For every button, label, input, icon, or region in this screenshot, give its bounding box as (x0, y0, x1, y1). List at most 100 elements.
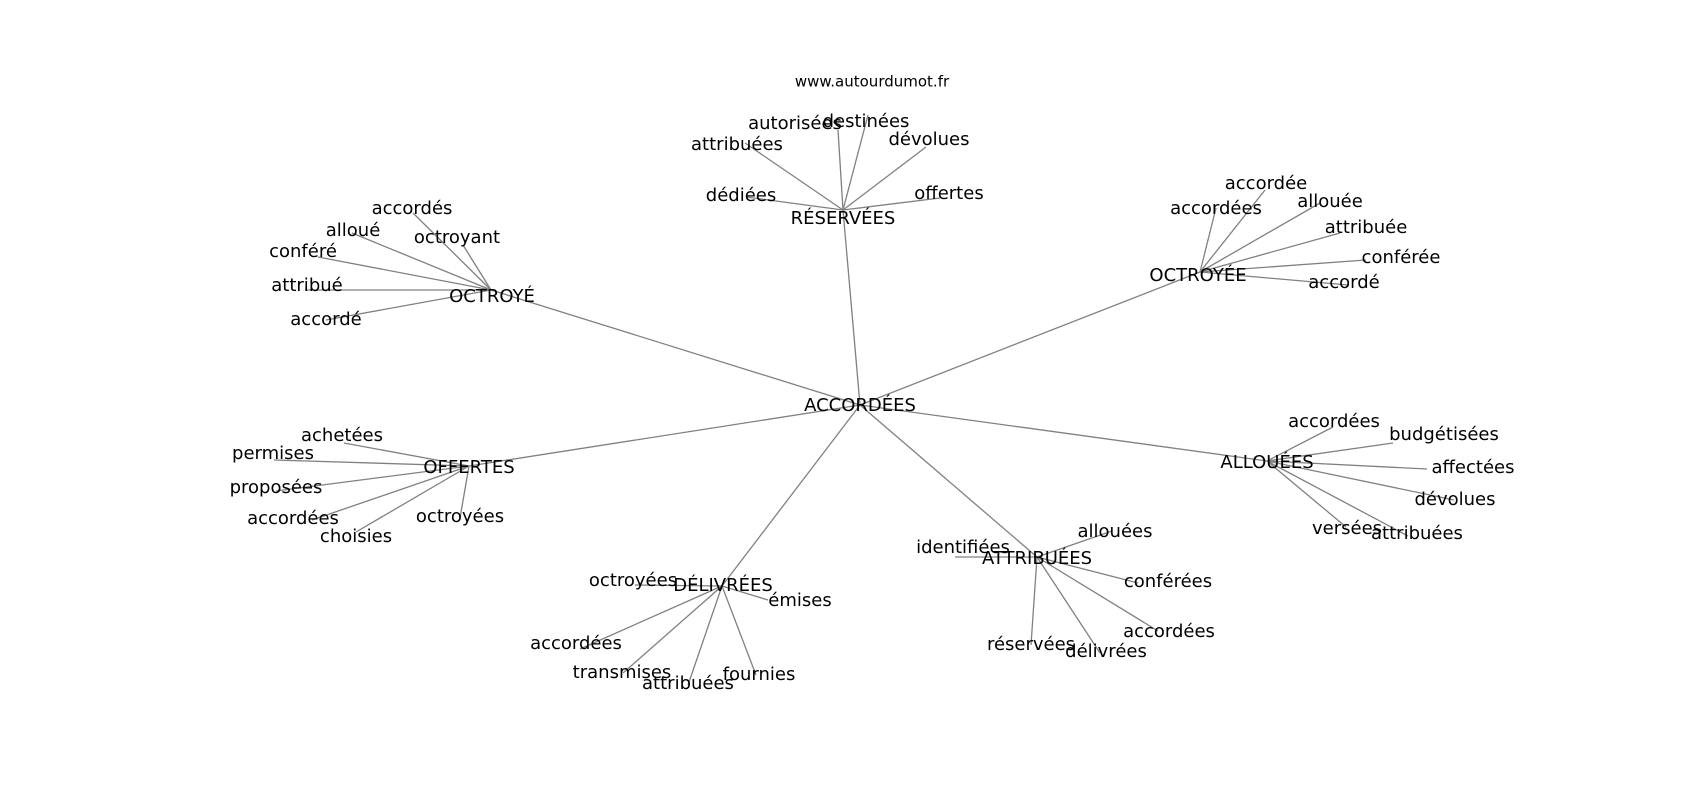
leaf-word[interactable]: permises (232, 443, 314, 464)
leaf-word[interactable]: transmises (573, 662, 672, 683)
leaf-word[interactable]: affectées (1432, 457, 1515, 478)
edge-center-delivrees (721, 404, 861, 587)
leaf-word[interactable]: attribuées (691, 134, 783, 155)
leaf-word[interactable]: dévolues (888, 129, 969, 150)
center-word[interactable]: ACCORDÉES (804, 394, 916, 416)
edge-delivrees-leaf-3 (622, 585, 723, 674)
leaf-word[interactable]: accordé (1308, 272, 1379, 293)
edge-reservees-leaf-1 (842, 114, 869, 211)
edge-center-octroyee (859, 271, 1201, 406)
leaf-word[interactable]: accordées (530, 633, 622, 654)
hub-word-attribuees[interactable]: ATTRIBUÉES (982, 547, 1092, 569)
leaf-word[interactable]: destinées (823, 111, 910, 132)
edge-center-octroye (490, 289, 861, 406)
leaf-word[interactable]: attribuées (642, 673, 734, 694)
edge-octroye-leaf-3 (317, 256, 492, 291)
edge-attribuees-leaf-5 (1036, 556, 1101, 654)
edge-center-reservees (842, 209, 861, 406)
edge-octroyee-leaf-5 (1199, 271, 1349, 286)
leaf-word[interactable]: conférées (1124, 571, 1212, 592)
edge-allouees-leaf-2 (1266, 460, 1428, 470)
edge-delivrees-leaf-4 (687, 585, 723, 686)
edge-octroye-leaf-0 (412, 212, 492, 291)
edge-reservees-leaf-0 (837, 129, 844, 211)
edge-octroye-leaf-1 (351, 232, 492, 291)
leaf-word[interactable]: accordés (372, 198, 453, 219)
leaf-word[interactable]: accordée (1225, 173, 1308, 194)
edge-octroyee-leaf-3 (1199, 232, 1341, 273)
leaf-word[interactable]: fournies (723, 664, 796, 685)
leaf-word[interactable]: conférée (1362, 247, 1441, 268)
edge-octroyee-leaf-1 (1199, 207, 1217, 273)
leaf-word[interactable]: accordées (1123, 621, 1215, 642)
leaf-word[interactable]: accordées (247, 508, 339, 529)
edge-center-offertes (468, 404, 861, 467)
leaf-word[interactable]: achetées (301, 425, 383, 446)
leaf-word[interactable]: conféré (269, 241, 337, 262)
edge-octroyee-leaf-2 (1199, 202, 1321, 273)
edge-allouees-leaf-0 (1266, 426, 1334, 462)
leaf-word[interactable]: proposées (230, 477, 323, 498)
edge-delivrees-leaf-5 (721, 585, 757, 676)
leaf-word[interactable]: attribuée (1325, 217, 1408, 238)
leaf-word[interactable]: choisies (320, 526, 392, 547)
edge-attribuees-leaf-2 (1036, 556, 1139, 584)
edge-allouees-leaf-4 (1266, 460, 1347, 528)
leaf-word[interactable]: réservées (987, 634, 1075, 655)
edge-delivrees-leaf-2 (579, 585, 723, 650)
edge-attribuees-leaf-3 (1036, 556, 1159, 632)
leaf-word[interactable]: autorisées (748, 113, 842, 134)
leaf-word[interactable]: budgétisées (1389, 424, 1499, 445)
leaf-word[interactable]: octroyant (414, 227, 500, 248)
leaf-word[interactable]: octroyées (589, 570, 677, 591)
leaf-word[interactable]: attribuées (1371, 523, 1463, 544)
hub-word-allouees[interactable]: ALLOUÉES (1220, 451, 1313, 473)
watermark-text: www.autourdumot.fr (795, 73, 950, 91)
edge-offertes-leaf-1 (273, 459, 470, 467)
edge-allouees-leaf-5 (1266, 460, 1409, 537)
leaf-word[interactable]: allouées (1078, 521, 1153, 542)
leaf-word[interactable]: versées (1312, 518, 1382, 539)
leaf-word[interactable]: délivrées (1065, 641, 1147, 662)
leaf-word[interactable]: émises (768, 590, 831, 611)
edge-offertes-leaf-3 (311, 465, 470, 521)
edge-allouees-leaf-1 (1266, 442, 1394, 462)
edge-offertes-leaf-5 (459, 465, 470, 519)
hub-word-octroyee[interactable]: OCTROYÉE (1149, 264, 1246, 286)
hub-word-reservees[interactable]: RÉSERVÉES (791, 207, 896, 229)
edge-octroyee-leaf-0 (1199, 189, 1266, 273)
edge-allouees-leaf-3 (1266, 460, 1455, 501)
edge-reservees-leaf-4 (745, 196, 844, 211)
edge-octroye-leaf-5 (325, 289, 492, 321)
leaf-word[interactable]: offertes (914, 183, 983, 204)
edge-reservees-leaf-3 (842, 146, 927, 211)
leaf-word[interactable]: allouée (1297, 191, 1363, 212)
edge-attribuees-leaf-1 (1036, 530, 1113, 558)
edge-delivrees-leaf-1 (721, 585, 769, 601)
leaf-word[interactable]: dédiées (706, 185, 776, 206)
leaf-word[interactable]: accordées (1288, 411, 1380, 432)
leaf-word[interactable]: attribué (271, 275, 342, 296)
leaf-word[interactable]: identifiées (916, 537, 1010, 558)
leaf-word[interactable]: dévolues (1414, 489, 1495, 510)
edge-octroyee-leaf-4 (1199, 259, 1367, 273)
leaf-word[interactable]: accordées (1170, 198, 1262, 219)
hub-word-delivrees[interactable]: DÉLIVRÉES (673, 574, 773, 596)
hub-word-offertes[interactable]: OFFERTES (423, 457, 514, 478)
edge-delivrees-leaf-0 (634, 584, 723, 587)
edge-octroye-leaf-2 (462, 244, 492, 291)
leaf-word[interactable]: accordé (290, 309, 361, 330)
leaf-word[interactable]: octroyées (416, 506, 504, 527)
edge-layer (273, 114, 1455, 686)
edge-center-allouees (859, 404, 1268, 462)
edge-reservees-leaf-2 (744, 142, 844, 211)
leaf-word[interactable]: alloué (326, 220, 381, 241)
edge-offertes-leaf-2 (275, 465, 470, 492)
edge-center-attribuees (859, 404, 1038, 558)
edge-reservees-leaf-5 (842, 197, 941, 211)
edge-offertes-leaf-4 (355, 465, 470, 533)
hub-word-octroye[interactable]: OCTROYÉ (449, 285, 535, 307)
edge-attribuees-leaf-4 (1030, 556, 1038, 646)
